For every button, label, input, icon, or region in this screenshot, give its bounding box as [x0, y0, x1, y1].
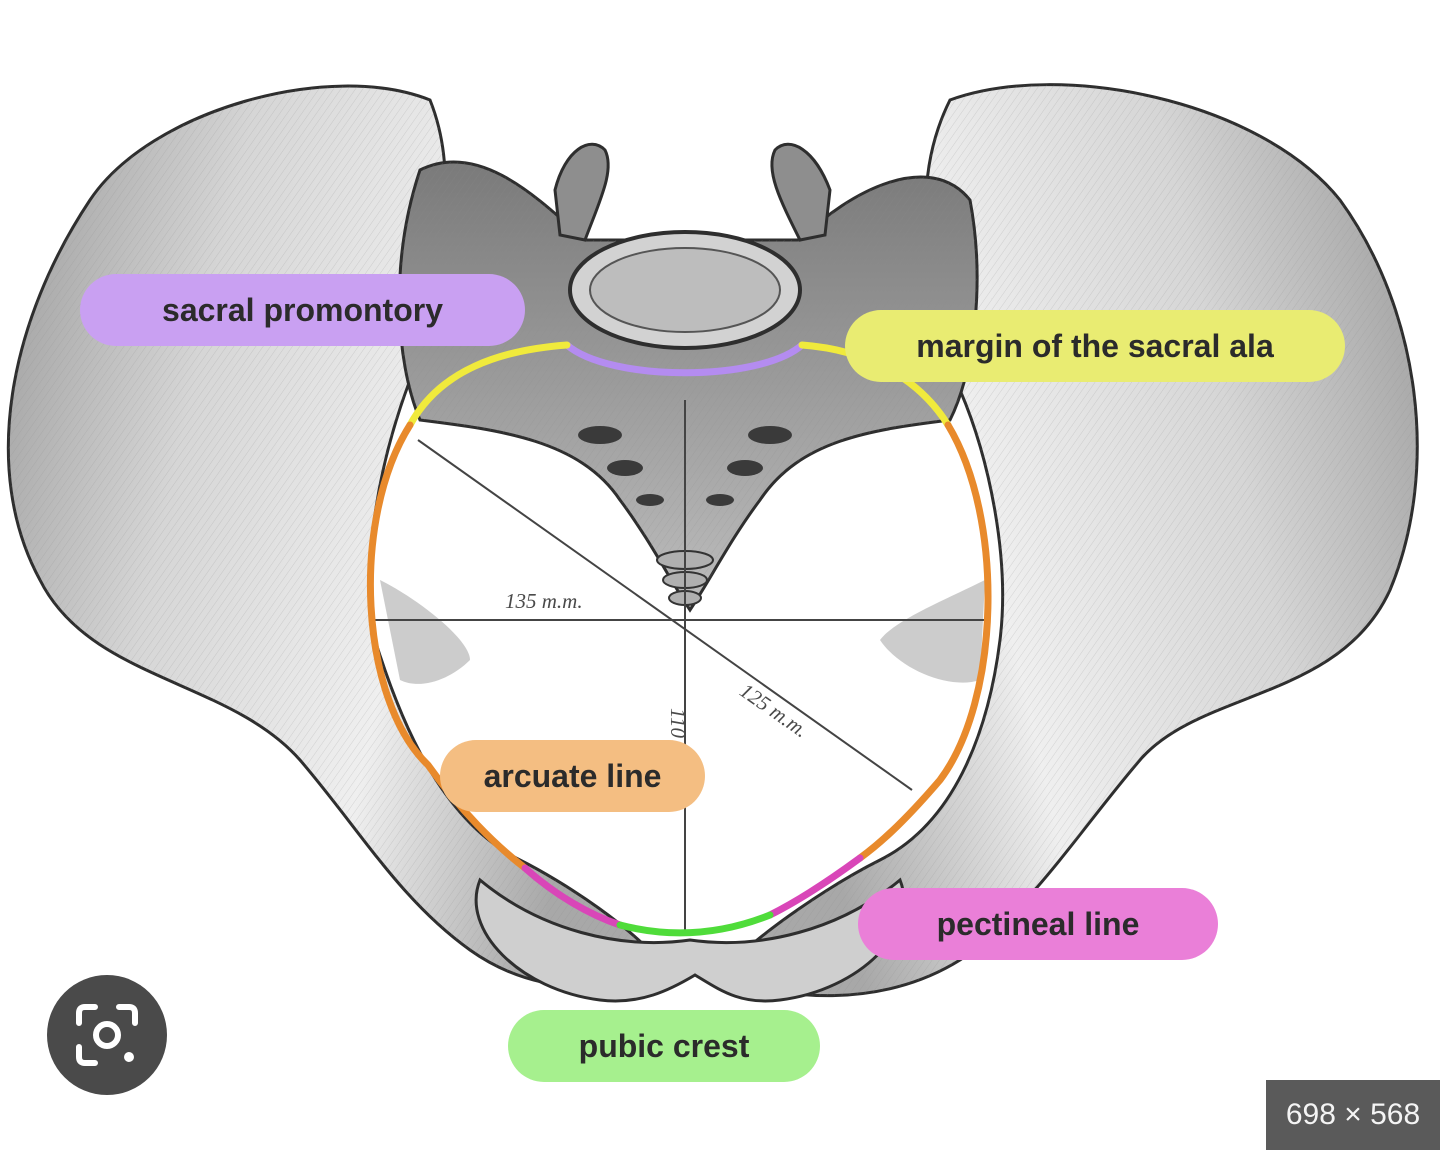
- image-size-badge: 698 × 568: [1266, 1080, 1440, 1150]
- right-articular-process: [770, 142, 832, 242]
- outline-right-pectineal-line: [766, 854, 864, 919]
- oblique-diameter: [417, 439, 913, 791]
- left-articular-process: [553, 142, 610, 242]
- outline-left-pectineal-line: [521, 864, 624, 929]
- lens-search-button[interactable]: [47, 975, 167, 1095]
- label-arcuate-line: arcuate line: [440, 740, 705, 812]
- label-pectineal-line: pectineal line: [858, 888, 1218, 960]
- lens-search-icon: [76, 1004, 138, 1066]
- label-margin-sacral-ala: margin of the sacral ala: [845, 310, 1345, 382]
- outline-left-arcuate-line: [366, 421, 529, 872]
- measure-transverse: 135 m.m.: [505, 589, 583, 613]
- outline-sacral-promontory: [563, 341, 806, 377]
- outline-left-sacral-ala: [406, 341, 571, 429]
- label-pubic-crest: pubic crest: [508, 1010, 820, 1082]
- label-sacral-promontory: sacral promontory: [80, 274, 525, 346]
- outline-pubic-crest: [616, 911, 774, 937]
- outline-right-arcuate-line: [856, 421, 992, 862]
- pubic-rami: [474, 877, 906, 1003]
